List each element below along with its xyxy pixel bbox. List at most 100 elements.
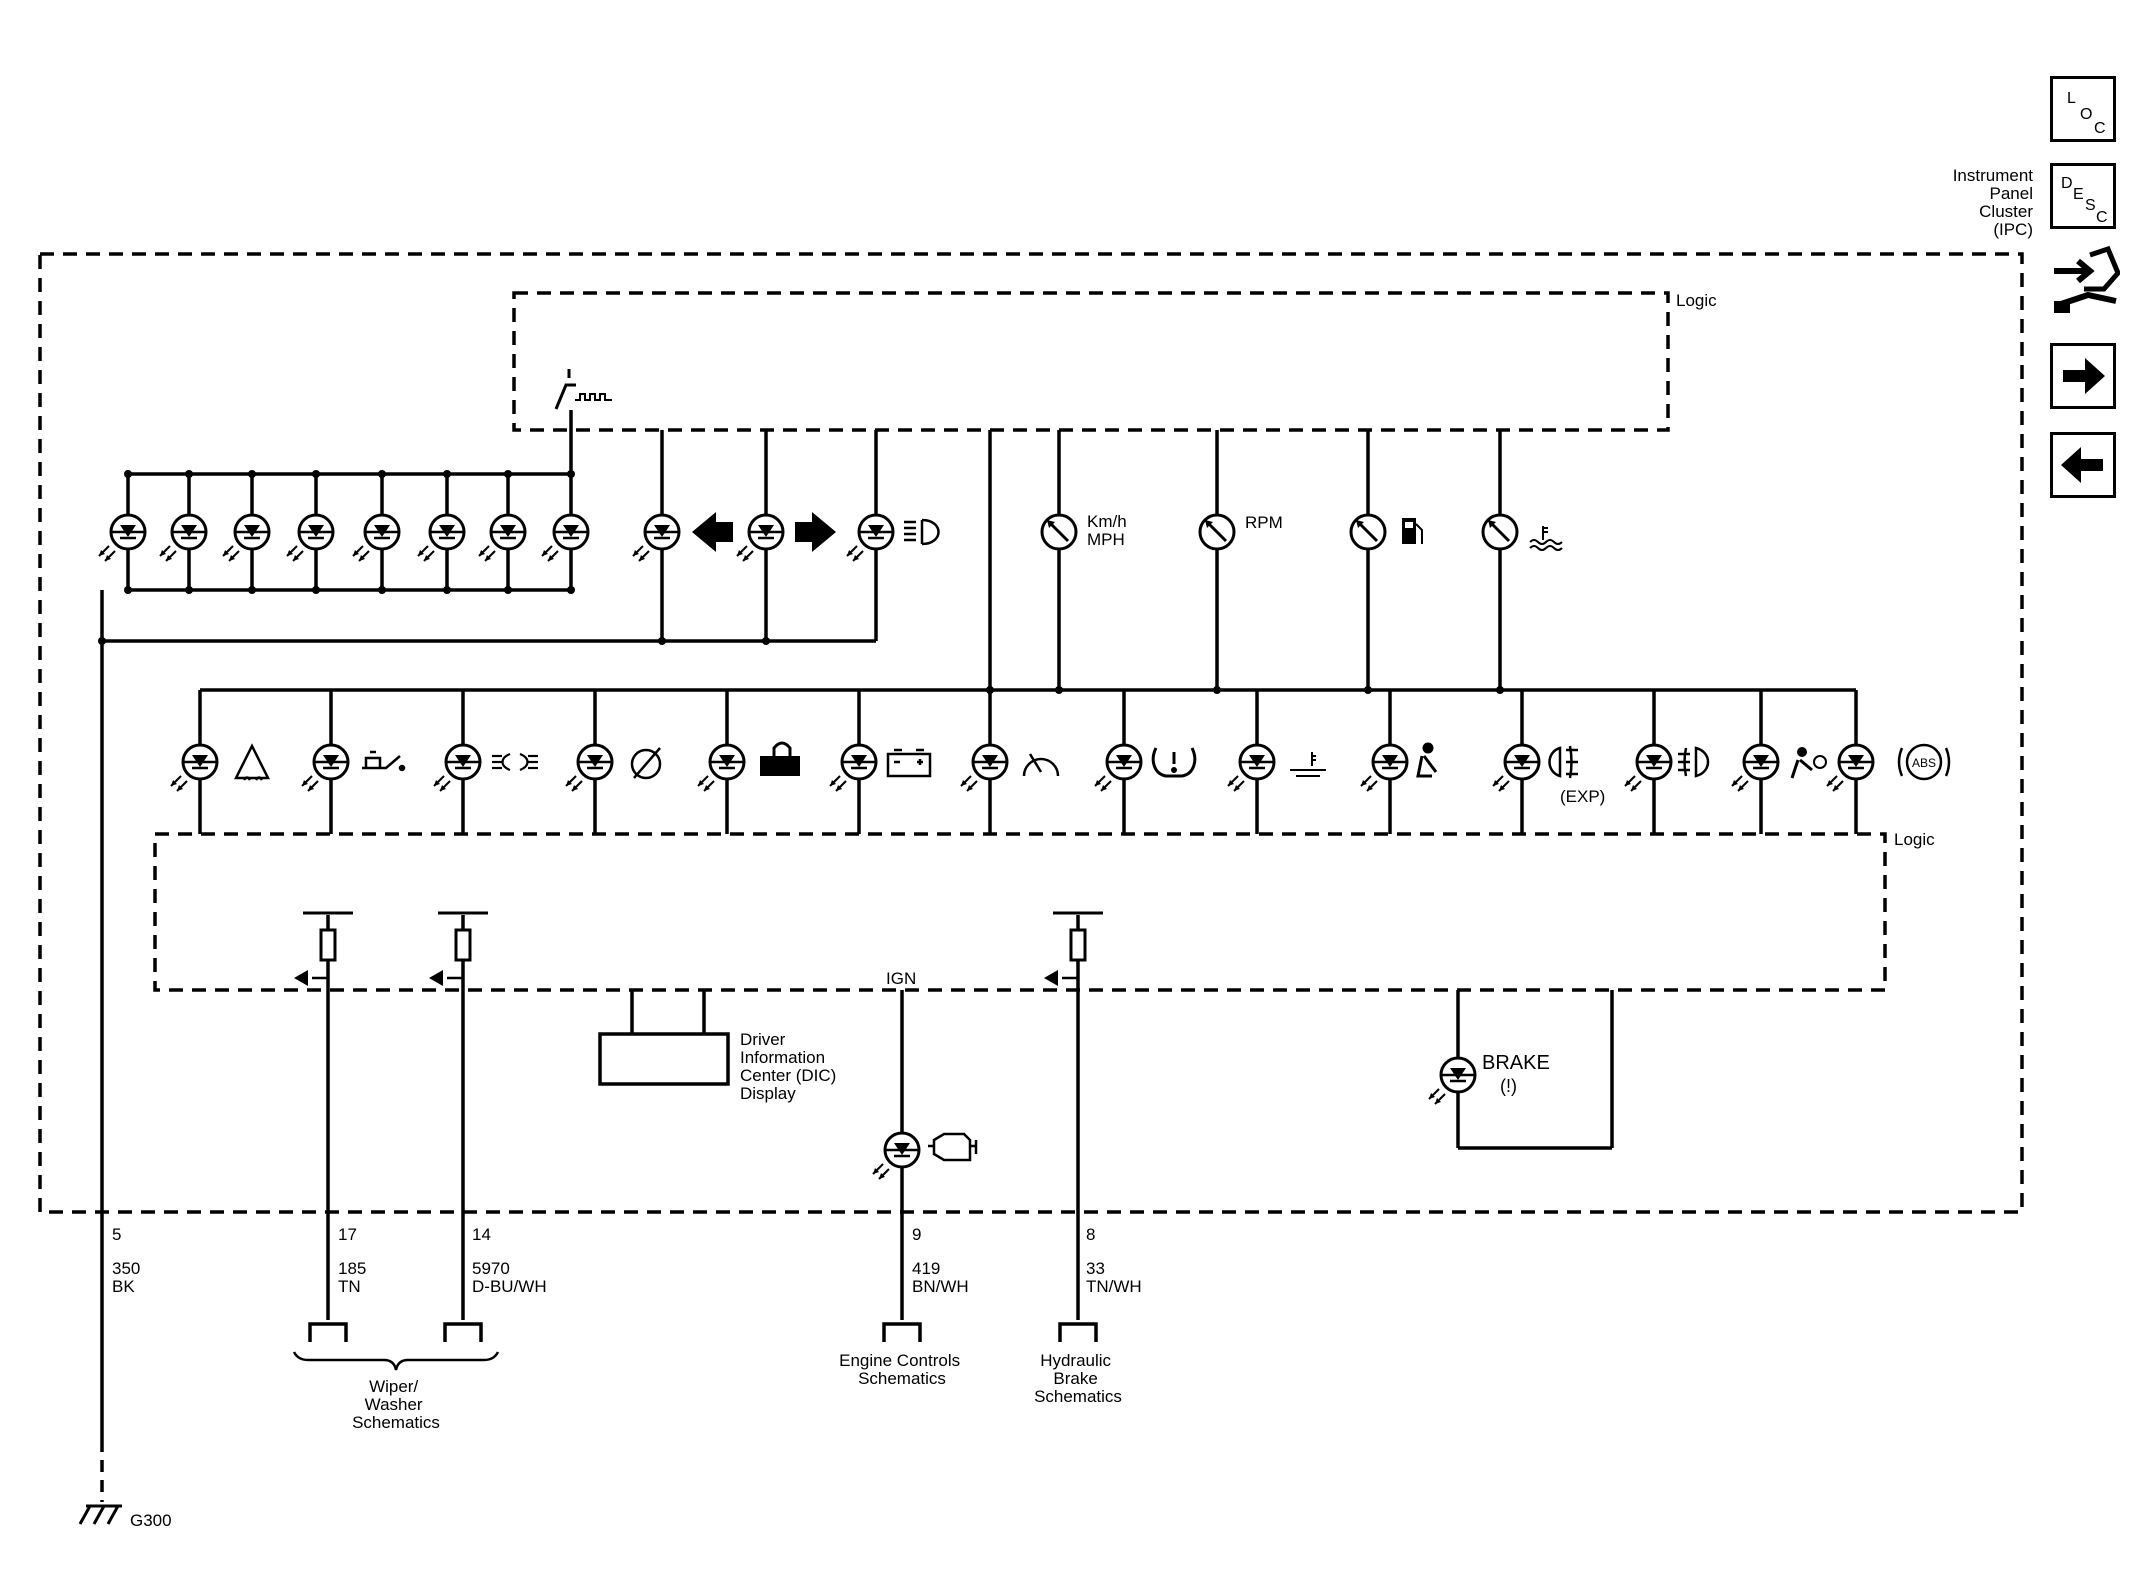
dic-display-box [598, 1032, 730, 1086]
lower-logic-block [153, 832, 1887, 992]
svg-text:5970: 5970 [472, 1259, 510, 1278]
svg-text:TN/WH: TN/WH [1086, 1277, 1142, 1296]
right-turn-arrow-icon [795, 512, 836, 552]
cruise-icon [630, 747, 662, 780]
speed-warning-icon [1022, 753, 1060, 777]
charging-lamp [828, 743, 878, 793]
seat-belt-icon [1416, 742, 1438, 778]
exterior-lamps-lamp [432, 743, 482, 793]
svg-text:350: 350 [112, 1259, 140, 1278]
wiper-reference-label: Wiper/ Washer Schematics [352, 1377, 440, 1432]
traction-control-icon [233, 743, 271, 781]
upper-logic-label: Logic [1676, 291, 1717, 310]
airbag-icon [1790, 747, 1827, 779]
wiper-reference-brace [292, 1351, 500, 1371]
circuit-labels: 5 350 BK 17 185 TN 14 5970 D-BU/WH 9 419… [112, 1225, 1142, 1296]
high-beam-lamp [845, 513, 895, 563]
svg-text:BK: BK [112, 1277, 135, 1296]
engine-reference-label: Engine Controls Schematics [839, 1351, 965, 1388]
airbag-lamp [1730, 743, 1780, 793]
front-fog-exp-label: (EXP) [1560, 787, 1605, 806]
ign-label: IGN [886, 969, 916, 988]
input-arrow-1 [294, 970, 308, 986]
svg-text:185: 185 [338, 1259, 366, 1278]
front-fog-icon [1548, 745, 1578, 779]
tire-pressure-icon [1151, 747, 1197, 778]
lower-logic-label: Logic [1894, 830, 1935, 849]
brake-input-resistor [1069, 928, 1087, 962]
svg-text:S: S [2085, 197, 2096, 214]
lamp-driver-symbol [554, 369, 612, 410]
svg-text:C: C [2094, 120, 2106, 137]
coolant-temp-icon [1529, 526, 1563, 551]
svg-text:E: E [2073, 186, 2084, 203]
brake-reference-label: Hydraulic Brake Schematics [1034, 1351, 1122, 1406]
arrow-left-icon [2061, 447, 2103, 483]
svg-text:33: 33 [1086, 1259, 1105, 1278]
abs-icon [1897, 743, 1951, 781]
next-page-button[interactable] [2050, 343, 2116, 409]
input-arrow-2 [429, 970, 443, 986]
coolant-temp-gauge [1481, 513, 1519, 551]
oil-can-icon [362, 750, 406, 772]
brake-label: BRAKE [1482, 1052, 1550, 1074]
svg-text:BN/WH: BN/WH [912, 1277, 969, 1296]
junction-dots [98, 470, 1504, 694]
location-button[interactable]: L O C [2050, 76, 2116, 142]
speed-warning-lamp [959, 743, 1009, 793]
stabilitrak-lamp [169, 743, 219, 793]
left-turn-arrow-icon [692, 512, 733, 552]
battery-icon [886, 748, 932, 778]
svg-text:L: L [2067, 90, 2076, 107]
security-lamp [696, 743, 746, 793]
fuel-pump-icon [1402, 518, 1423, 544]
input-arrow-3 [1044, 970, 1058, 986]
location-icon: L O C [2067, 90, 2106, 137]
upper-lamp-row [97, 513, 590, 563]
speedometer-gauge [1040, 513, 1078, 551]
tachometer-label: RPM [1245, 513, 1283, 532]
svg-text:9: 9 [912, 1225, 921, 1244]
svg-text:O: O [2080, 106, 2092, 123]
left-turn-lamp [631, 513, 681, 563]
reference-connectors [308, 1322, 1098, 1342]
speedometer-unit-mph: MPH [1087, 530, 1125, 549]
low-coolant-lamp [1226, 743, 1276, 793]
ground-icon [78, 1504, 122, 1525]
brake-symbol: (!) [1500, 1076, 1517, 1096]
logic-inputs [303, 911, 1103, 1320]
svg-text:5: 5 [112, 1225, 121, 1244]
description-button[interactable]: D E S C [2050, 163, 2116, 229]
upper-logic-block [512, 291, 1670, 432]
check-engine-lamp [871, 1131, 921, 1181]
security-car-lock-icon [760, 741, 800, 776]
svg-text:D: D [2061, 175, 2073, 192]
top-lamp-bus [100, 410, 1856, 1440]
connector-view-icon[interactable] [2048, 245, 2120, 325]
tachometer-gauge [1198, 513, 1236, 551]
parking-lamps-icon [492, 752, 538, 772]
svg-text:14: 14 [472, 1225, 491, 1244]
brake-warning-lamp [1427, 1056, 1477, 1106]
svg-text:C: C [2096, 209, 2108, 226]
svg-text:8: 8 [1086, 1225, 1095, 1244]
coolant-level-icon [1290, 752, 1326, 777]
wiper-input-resistor-1 [319, 928, 337, 962]
high-beam-icon [904, 518, 940, 546]
cruise-lamp [564, 743, 614, 793]
ground-label: G300 [130, 1511, 172, 1530]
svg-text:17: 17 [338, 1225, 357, 1244]
dic-connection [630, 990, 706, 1034]
engine-icon [928, 1132, 978, 1162]
wiper-input-resistor-2 [454, 928, 472, 962]
seat-belt-lamp [1359, 743, 1409, 793]
abs-label: ABS [1912, 756, 1936, 770]
component-name: Instrument Panel Cluster (IPC) [1952, 166, 2033, 239]
abs-lamp [1825, 743, 1875, 793]
arrow-right-icon [2063, 358, 2105, 394]
svg-text:TN: TN [338, 1277, 361, 1296]
previous-page-button[interactable] [2050, 432, 2116, 498]
fuel-gauge [1349, 513, 1387, 551]
description-icon: D E S C [2061, 175, 2108, 226]
